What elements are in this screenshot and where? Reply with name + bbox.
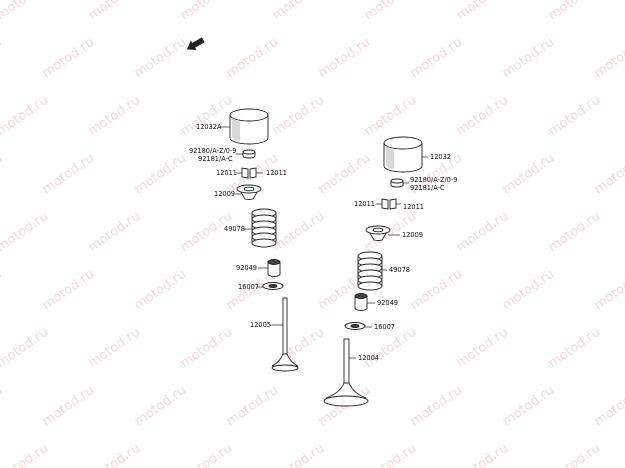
watermark-text: motod.ru xyxy=(40,383,97,429)
watermark-text: motod.ru xyxy=(0,35,5,81)
watermark-text: motod.ru xyxy=(86,93,143,139)
watermark-text: motod.ru xyxy=(454,209,511,255)
part-label-92049: 92049 xyxy=(377,299,398,307)
watermark-text: motod.ru xyxy=(592,151,625,197)
left-shim xyxy=(242,149,256,159)
part-label-12009: 12009 xyxy=(402,231,423,239)
watermark-text: motod.ru xyxy=(40,267,97,313)
watermark-text: motod.ru xyxy=(0,209,51,255)
part-label-16007: 16007 xyxy=(374,323,395,331)
watermark-text: motod.ru xyxy=(546,93,603,139)
watermark-text: motod.ru xyxy=(546,441,603,468)
watermark-text: motod.ru xyxy=(132,35,189,81)
watermark-text: motod.ru xyxy=(408,383,465,429)
watermark-text: motod.ru xyxy=(86,209,143,255)
watermark-text: motod.ru xyxy=(0,93,51,139)
part-label-92049: 92049 xyxy=(236,264,257,272)
right-valve xyxy=(323,338,369,407)
watermark-text: motod.ru xyxy=(178,325,235,371)
watermark-text: motod.ru xyxy=(546,0,603,23)
part-label-12011-left: 12011 xyxy=(216,169,237,177)
watermark-text: motod.ru xyxy=(0,151,5,197)
watermark-text: motod.ru xyxy=(270,441,327,468)
watermark-text: motod.ru xyxy=(592,267,625,313)
left-cotters xyxy=(241,167,257,179)
left-valve xyxy=(271,297,299,372)
watermark-text: motod.ru xyxy=(316,151,373,197)
part-label-12011-right: 12011 xyxy=(403,203,424,211)
watermark-text: motod.ru xyxy=(408,35,465,81)
watermark-text: motod.ru xyxy=(40,35,97,81)
left-spring-retainer xyxy=(236,184,262,200)
part-label-12011-right: 12011 xyxy=(266,169,287,177)
watermark-text: motod.ru xyxy=(0,441,51,468)
watermark-text: motod.ru xyxy=(454,441,511,468)
watermark-text: motod.ru xyxy=(178,441,235,468)
watermark-text: motod.ru xyxy=(362,325,419,371)
watermark-text: motod.ru xyxy=(0,0,51,23)
watermark-text: motod.ru xyxy=(454,93,511,139)
watermark-text: motod.ru xyxy=(0,325,51,371)
watermark-text: motod.ru xyxy=(0,383,5,429)
watermark-text: motod.ru xyxy=(86,0,143,23)
part-label-shim: 92180/A-Z/0-9 xyxy=(410,176,457,184)
part-label-12032: 12032 xyxy=(430,153,451,161)
watermark-text: motod.ru xyxy=(224,35,281,81)
right-stem-seal xyxy=(354,293,368,311)
watermark-text: motod.ru xyxy=(270,209,327,255)
watermark-text: motod.ru xyxy=(592,35,625,81)
right-valve-spring xyxy=(357,251,383,291)
watermark-text: motod.ru xyxy=(362,0,419,23)
watermark-text: motod.ru xyxy=(500,383,557,429)
part-label-shim-alt: 92181/A-C xyxy=(198,155,233,163)
watermark-text: motod.ru xyxy=(40,151,97,197)
watermark-text: motod.ru xyxy=(86,325,143,371)
watermark-text: motod.ru xyxy=(546,209,603,255)
watermark-text: motod.ru xyxy=(270,0,327,23)
watermark-text: motod.ru xyxy=(500,35,557,81)
right-spring-retainer xyxy=(365,225,391,241)
part-label-49078: 49078 xyxy=(389,266,410,274)
part-label-12009: 12009 xyxy=(214,190,235,198)
watermark-text: motod.ru xyxy=(592,383,625,429)
left-spring-seat xyxy=(262,282,284,290)
watermark-text: motod.ru xyxy=(224,383,281,429)
watermark-text: motod.ru xyxy=(0,267,5,313)
part-label-shim-alt: 92181/A-C xyxy=(410,184,445,192)
watermark-text: motod.ru xyxy=(546,325,603,371)
left-stem-seal xyxy=(267,259,281,277)
left-valve-lifter xyxy=(229,108,269,145)
watermark-text: motod.ru xyxy=(132,383,189,429)
watermark-text: motod.ru xyxy=(178,93,235,139)
watermark-text: motod.ru xyxy=(500,267,557,313)
watermark-text: motod.ru xyxy=(132,151,189,197)
watermark-text: motod.ru xyxy=(454,325,511,371)
part-label-12011-left: 12011 xyxy=(354,200,375,208)
left-valve-spring xyxy=(251,208,277,248)
watermark-text: motod.ru xyxy=(132,267,189,313)
right-valve-lifter xyxy=(383,136,423,173)
part-label-49078: 49078 xyxy=(224,225,245,233)
right-shim xyxy=(390,178,404,188)
watermark-text: motod.ru xyxy=(500,151,557,197)
right-spring-seat xyxy=(344,322,366,330)
part-label-12005: 12005 xyxy=(250,321,271,329)
part-label-16007: 16007 xyxy=(238,283,259,291)
watermark-text: motod.ru xyxy=(454,0,511,23)
watermark-text: motod.ru xyxy=(362,441,419,468)
watermark-text: motod.ru xyxy=(316,35,373,81)
part-label-12032a: 12032A xyxy=(196,123,222,131)
right-cotters xyxy=(381,198,397,210)
part-label-12004: 12004 xyxy=(358,354,379,362)
watermark-text: motod.ru xyxy=(362,93,419,139)
watermark-text: motod.ru xyxy=(270,93,327,139)
watermark-text: motod.ru xyxy=(408,267,465,313)
watermark-text: motod.ru xyxy=(178,0,235,23)
direction-arrow-icon xyxy=(186,37,205,51)
part-label-shim: 92180/A-Z/0-9 xyxy=(189,147,236,155)
watermark-text: motod.ru xyxy=(86,441,143,468)
